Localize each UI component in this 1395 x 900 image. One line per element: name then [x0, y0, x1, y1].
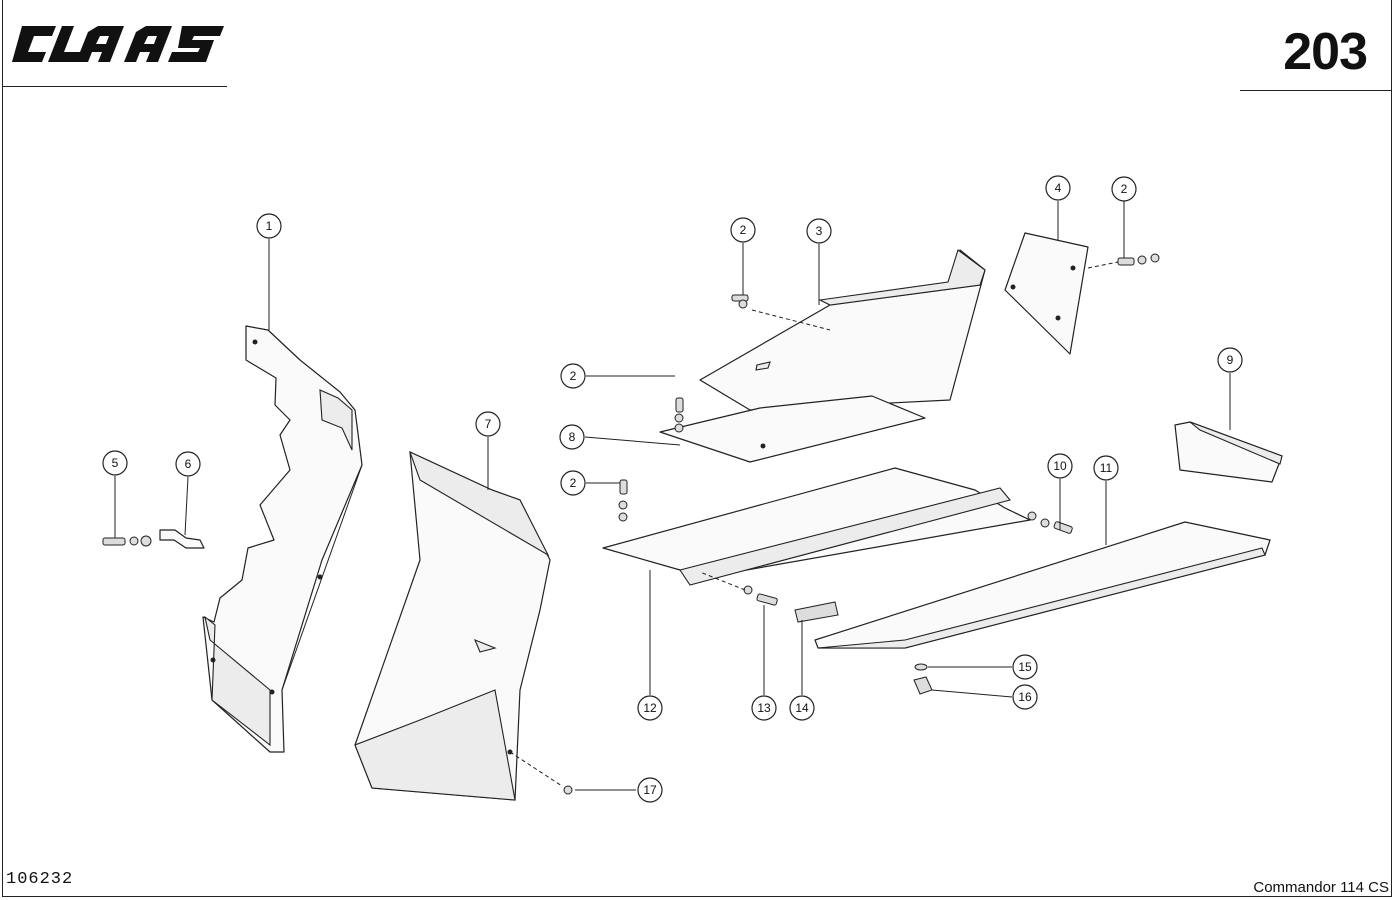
leader-lines — [114, 201, 1231, 791]
svg-text:6: 6 — [185, 457, 192, 471]
callout-4: 4 — [1045, 175, 1071, 201]
svg-text:15: 15 — [1018, 660, 1032, 674]
svg-text:11: 11 — [1100, 461, 1113, 475]
callout-14: 14 — [789, 695, 815, 721]
svg-text:10: 10 — [1053, 459, 1067, 473]
reference-number: 106232 — [6, 870, 74, 889]
svg-text:2: 2 — [570, 476, 577, 490]
svg-text:9: 9 — [1227, 353, 1234, 367]
part-13-bolt — [743, 585, 778, 606]
callout-1: 1 — [256, 213, 282, 239]
svg-text:17: 17 — [643, 783, 657, 797]
callout-2-a: 2 — [730, 217, 756, 243]
part-2-bolts — [618, 253, 1160, 522]
callout-2-c: 2 — [560, 363, 586, 389]
callout-3: 3 — [806, 218, 832, 244]
part-7-chute — [354, 450, 551, 801]
svg-text:2: 2 — [740, 223, 747, 237]
callout-7: 7 — [475, 411, 501, 437]
claas-logo — [12, 26, 224, 62]
svg-text:2: 2 — [570, 369, 577, 383]
part-14-clip — [794, 601, 839, 623]
svg-text:5: 5 — [112, 456, 119, 470]
part-12-channel — [602, 467, 1031, 586]
svg-text:7: 7 — [485, 417, 492, 431]
callout-2-b: 2 — [1111, 176, 1137, 202]
part-9-bracket — [1174, 421, 1283, 483]
callout-15: 15 — [1012, 654, 1038, 680]
callout-10: 10 — [1047, 453, 1073, 479]
part-1-side-panel — [202, 325, 363, 753]
part-17-screw — [563, 785, 573, 795]
part-5-bolt — [102, 535, 152, 547]
callout-16: 16 — [1012, 684, 1038, 710]
svg-text:13: 13 — [757, 701, 771, 715]
svg-text:3: 3 — [816, 224, 823, 238]
callout-6: 6 — [175, 451, 201, 477]
svg-text:4: 4 — [1055, 181, 1062, 195]
callout-5: 5 — [102, 450, 128, 476]
svg-text:2: 2 — [1121, 182, 1128, 196]
callout-8: 8 — [559, 424, 585, 450]
part-11-tray — [814, 521, 1271, 649]
part-6-strap — [159, 529, 205, 549]
svg-text:8: 8 — [569, 430, 576, 444]
page-number: 203 — [1283, 23, 1368, 81]
logo-underline — [2, 86, 227, 87]
svg-text:1: 1 — [266, 219, 273, 233]
callout-11: 11 — [1093, 455, 1119, 481]
model-name: Commandor 114 CS — [1253, 879, 1389, 896]
callout-17: 17 — [637, 777, 663, 803]
callout-12: 12 — [637, 695, 663, 721]
part-10-bolt — [1027, 511, 1073, 534]
part-15-16-fasteners — [913, 663, 933, 695]
svg-text:14: 14 — [795, 701, 809, 715]
svg-text:12: 12 — [643, 701, 657, 715]
part-8-flat-plate — [659, 395, 926, 463]
svg-text:16: 16 — [1018, 690, 1032, 704]
page-number-underline — [1240, 90, 1392, 91]
callout-9: 9 — [1217, 347, 1243, 373]
callout-2-d: 2 — [560, 470, 586, 496]
callout-13: 13 — [751, 695, 777, 721]
part-4-plate — [1004, 232, 1089, 355]
